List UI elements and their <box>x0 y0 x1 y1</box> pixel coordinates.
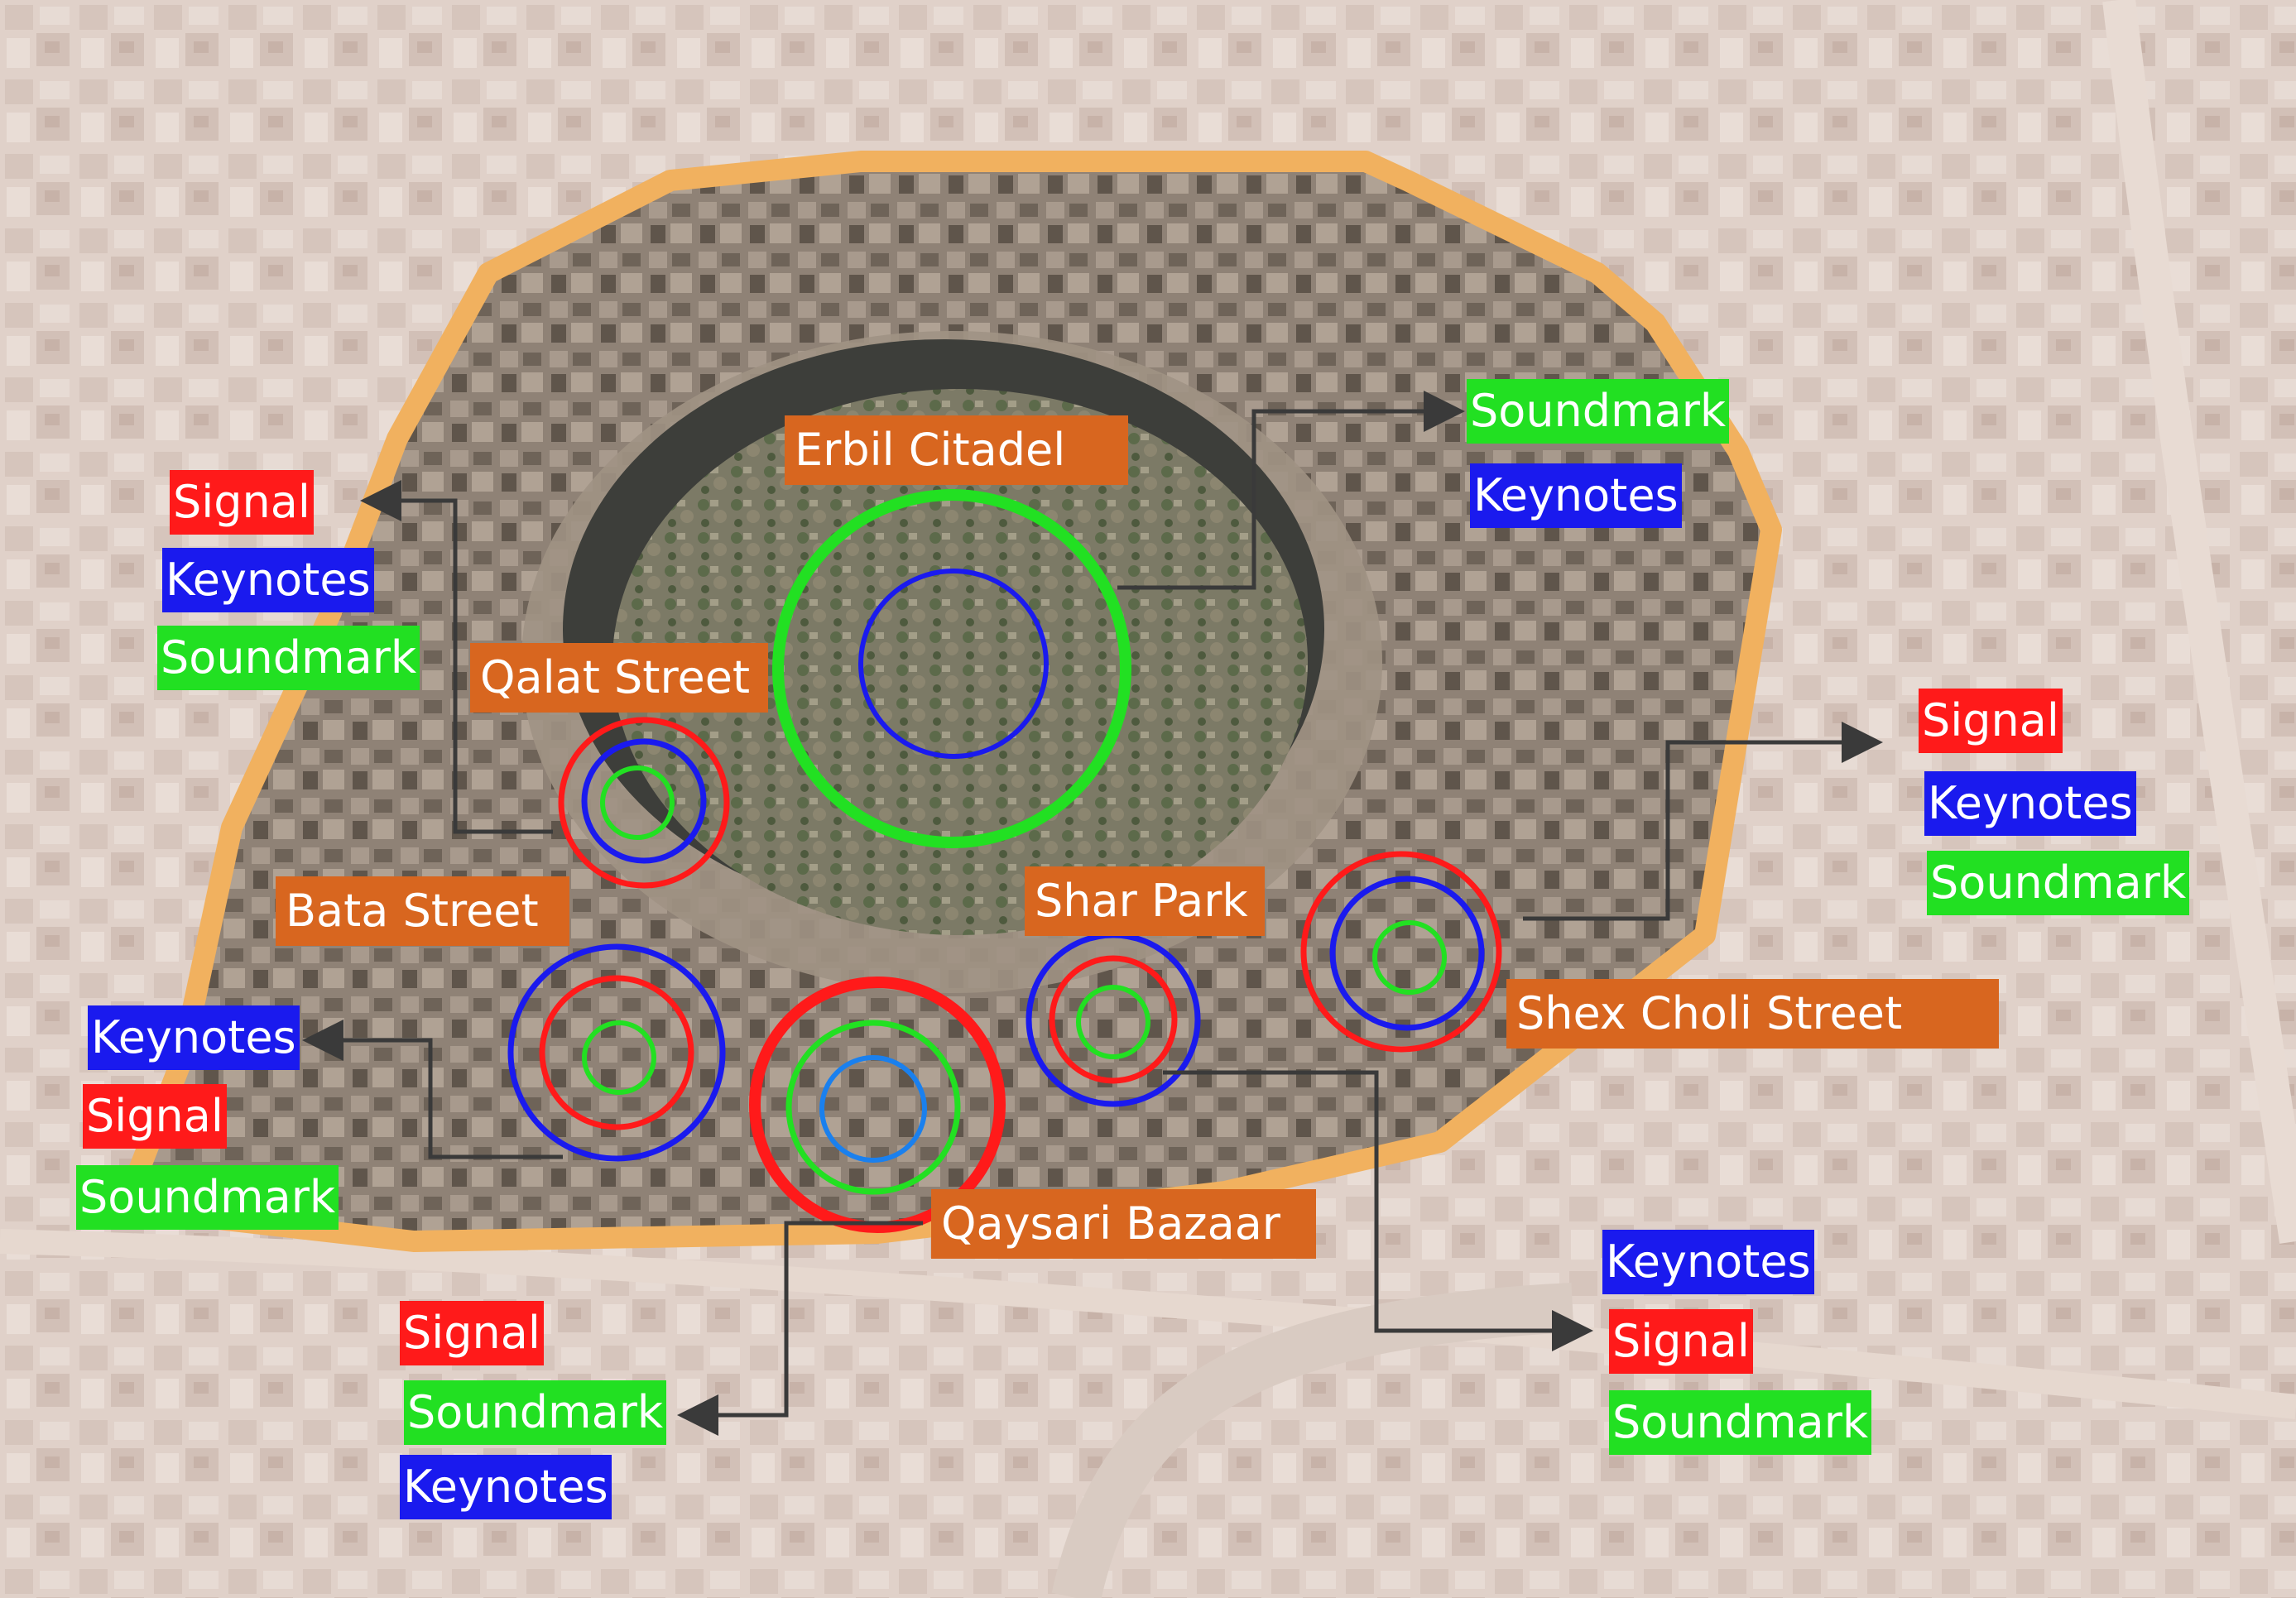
marker-qalat-street <box>558 717 730 889</box>
tag-shex-choli-street-soundmark: Soundmark <box>1927 851 2190 915</box>
tag-erbil-citadel-soundmark: Soundmark <box>1467 379 1730 444</box>
leader-bata-street <box>302 1020 563 1159</box>
citadel-mound <box>612 389 1308 935</box>
tag-shar-park-soundmark: Soundmark <box>1609 1390 1872 1455</box>
marker-qaysari-bazaar <box>749 977 1006 1233</box>
site-label-bata-street: Bata Street <box>276 876 569 946</box>
tag-qalat-street-signal: Signal <box>170 470 314 535</box>
leader-qaysari-bazaar <box>677 1221 923 1436</box>
tag-qaysari-bazaar-soundmark: Soundmark <box>404 1380 667 1445</box>
tag-shex-choli-street-signal: Signal <box>1919 689 2063 753</box>
marker-shex-choli-street <box>1300 851 1502 1053</box>
tag-qalat-street-soundmark: Soundmark <box>157 626 420 690</box>
tag-shar-park-keynotes: Keynotes <box>1602 1230 1814 1294</box>
tag-qaysari-bazaar-signal: Signal <box>400 1301 544 1365</box>
tag-qaysari-bazaar-keynotes: Keynotes <box>400 1455 612 1519</box>
leader-erbil-citadel <box>1117 391 1465 590</box>
tag-bata-street-signal: Signal <box>83 1084 227 1149</box>
site-label-shar-park: Shar Park <box>1025 866 1265 936</box>
tag-shex-choli-street-keynotes: Keynotes <box>1924 771 2136 836</box>
leader-shex-choli-street <box>1523 722 1883 921</box>
tag-bata-street-keynotes: Keynotes <box>88 1005 300 1070</box>
marker-bata-street <box>507 943 726 1162</box>
road <box>1051 1283 1574 1598</box>
tag-qalat-street-keynotes: Keynotes <box>162 548 374 612</box>
road <box>2102 0 2296 1244</box>
leader-qalat-street <box>360 480 553 834</box>
tag-bata-street-soundmark: Soundmark <box>76 1165 339 1230</box>
site-label-erbil-citadel: Erbil Citadel <box>785 415 1128 485</box>
tag-shar-park-signal: Signal <box>1609 1309 1753 1374</box>
site-label-shex-choli-street: Shex Choli Street <box>1506 979 1999 1049</box>
leader-lines <box>302 391 1883 1436</box>
tag-erbil-citadel-keynotes: Keynotes <box>1470 463 1682 528</box>
site-label-qaysari-bazaar: Qaysari Bazaar <box>931 1189 1316 1259</box>
road <box>0 1229 2296 1419</box>
leader-shar-park <box>1163 1070 1593 1351</box>
site-label-qalat-street: Qalat Street <box>470 643 768 713</box>
marker-erbil-citadel <box>772 489 1131 848</box>
